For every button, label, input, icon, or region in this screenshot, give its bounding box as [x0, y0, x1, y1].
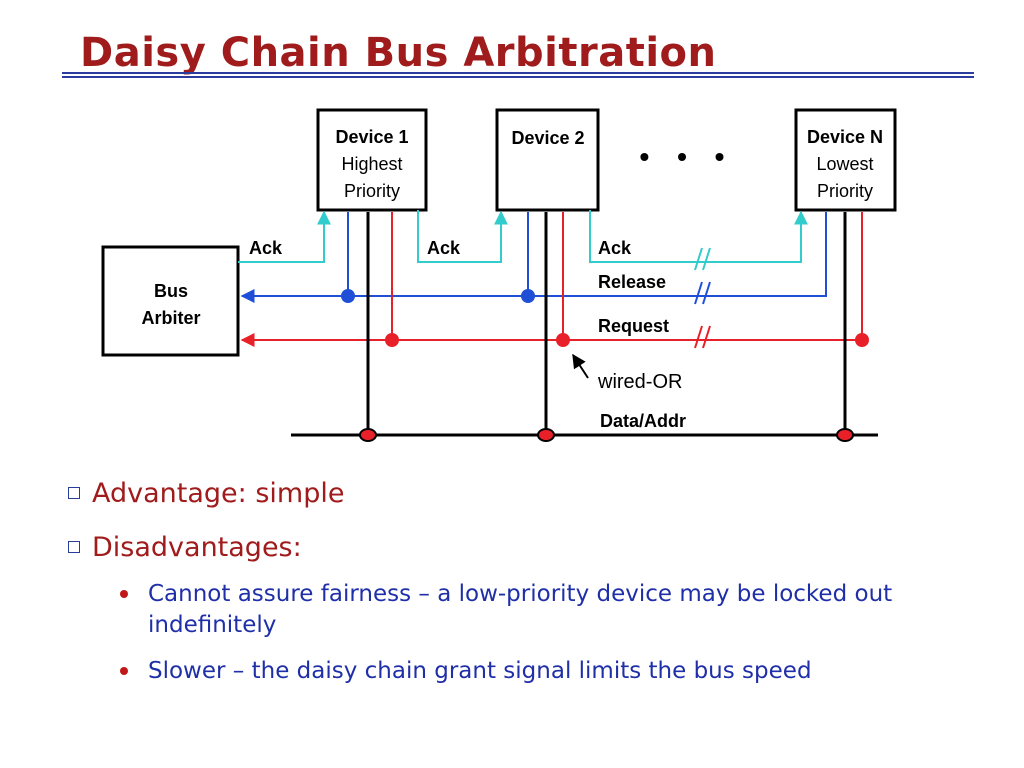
device-2-box	[495, 108, 600, 212]
ack-label-3: Ack	[598, 238, 632, 258]
line-break-marks	[694, 247, 711, 349]
title-underline	[62, 72, 974, 78]
device-2-name: Device 2	[511, 128, 584, 148]
request-label: Request	[598, 316, 669, 336]
square-bullet-icon	[68, 487, 80, 499]
more-devices-ellipsis: • • •	[640, 141, 735, 172]
round-bullet-icon	[120, 667, 128, 675]
square-bullet-icon	[68, 541, 80, 553]
request-junction-device-n	[855, 333, 869, 347]
bus-arbiter-label-line1: Bus	[154, 281, 188, 301]
bullet-disadvantages: Disadvantages:	[68, 532, 302, 563]
wired-or-arrow	[572, 353, 589, 379]
device-1-name: Device 1	[335, 127, 408, 147]
data-addr-bus	[291, 212, 878, 437]
request-junction-device-2	[556, 333, 570, 347]
data-junction-device-1	[359, 428, 377, 442]
ack-line-arbiter-to-device-1	[238, 210, 331, 263]
device-n-line3: Priority	[817, 181, 873, 201]
device-1-line2: Highest	[341, 154, 402, 174]
release-junction-device-2	[521, 289, 535, 303]
device-n-line2: Lowest	[816, 154, 873, 174]
ack-line-device-2-to-device-n	[589, 210, 808, 263]
ack-line-device-1-to-device-2	[417, 210, 508, 263]
release-line	[240, 212, 827, 303]
release-junction-device-1	[341, 289, 355, 303]
bus-arbiter-box	[101, 245, 240, 357]
bullet-disadvantages-text: Disadvantages:	[92, 532, 302, 563]
data-addr-label: Data/Addr	[600, 411, 686, 431]
data-junction-device-n	[836, 428, 854, 442]
device-n-box	[794, 108, 897, 212]
data-junction-device-2	[537, 428, 555, 442]
sub-bullet-fairness: Cannot assure fairness – a low-priority …	[120, 579, 960, 641]
bullet-advantage-text: Advantage: simple	[92, 478, 345, 509]
round-bullet-icon	[120, 590, 128, 598]
ack-label-2: Ack	[427, 238, 461, 258]
wired-or-label: wired-OR	[597, 371, 682, 393]
sub-bullet-speed-text: Slower – the daisy chain grant signal li…	[148, 658, 812, 684]
bullet-advantage: Advantage: simple	[68, 478, 344, 509]
request-junction-device-1	[385, 333, 399, 347]
sub-bullet-speed: Slower – the daisy chain grant signal li…	[120, 656, 960, 687]
device-1-box	[316, 108, 428, 212]
request-line	[240, 212, 863, 347]
release-label: Release	[598, 272, 666, 292]
sub-bullet-fairness-text: Cannot assure fairness – a low-priority …	[148, 581, 893, 638]
device-1-line3: Priority	[344, 181, 400, 201]
bus-arbiter-label-line2: Arbiter	[141, 308, 200, 328]
slide-title: Daisy Chain Bus Arbitration	[80, 30, 717, 76]
device-n-name: Device N	[807, 127, 883, 147]
ack-label-1: Ack	[249, 238, 283, 258]
ack-chain	[238, 210, 808, 263]
